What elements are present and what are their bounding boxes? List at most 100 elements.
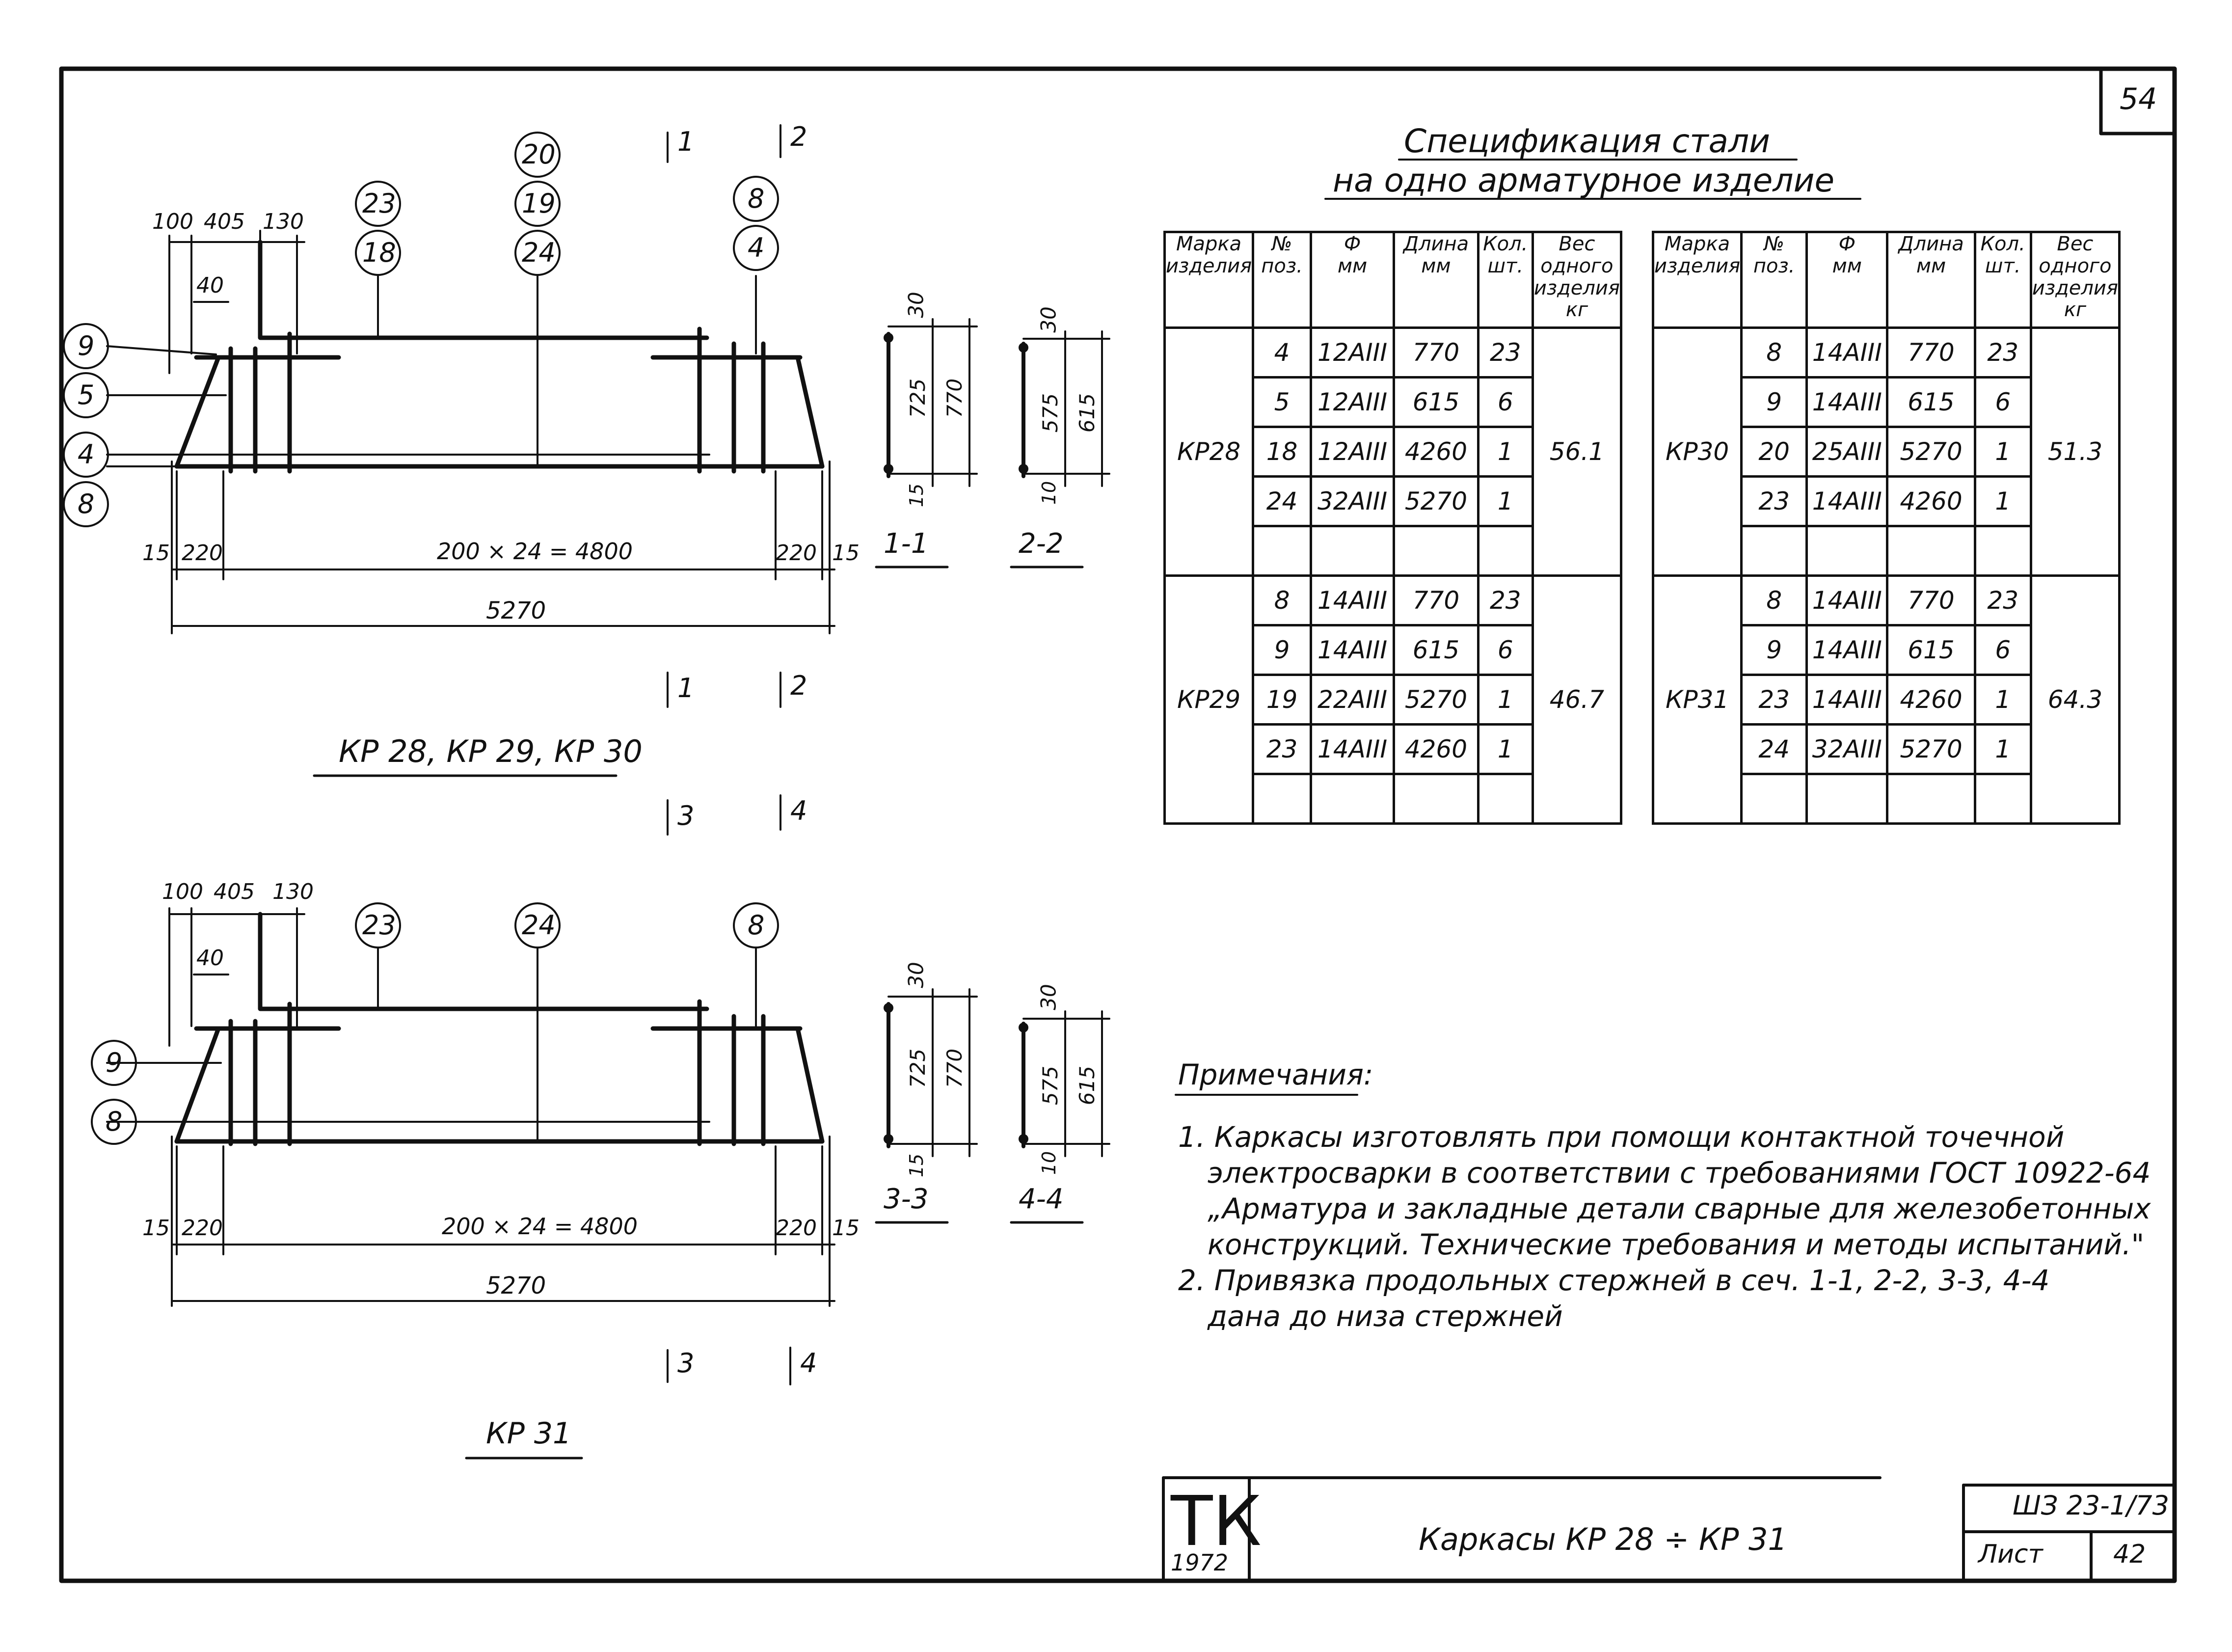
callout-8-bottom-right: 8 bbox=[748, 910, 765, 941]
spec-header-text: № bbox=[1764, 233, 1784, 255]
spec-cell: 615 bbox=[1393, 624, 1479, 676]
spec-cell bbox=[1973, 773, 2032, 825]
sec3-label: 3-3 bbox=[884, 1183, 929, 1215]
spec-cell: 6 bbox=[1477, 376, 1534, 428]
dim-220-right-top: 220 bbox=[776, 541, 817, 566]
spec-cell: 23 bbox=[1477, 574, 1534, 626]
spec-cell: 23 bbox=[1740, 475, 1808, 527]
callout-23-top: 23 bbox=[362, 188, 396, 219]
caption-bottom: КР 31 bbox=[486, 1416, 572, 1451]
spec-header-text: одного bbox=[1540, 254, 1613, 277]
spec-weight-cell: 64.3 bbox=[2029, 574, 2121, 825]
sec1-dim-30: 30 bbox=[904, 292, 928, 318]
spec-cell bbox=[1740, 525, 1808, 577]
sec1-dim-770: 770 bbox=[942, 378, 967, 418]
stamp-sheet-no: 42 bbox=[2113, 1540, 2146, 1569]
dim-220-left-bottom: 220 bbox=[182, 1216, 223, 1241]
spec-cell bbox=[1309, 525, 1396, 577]
spec-header-text: Ф bbox=[1838, 233, 1856, 255]
spec-header-text: мм bbox=[1337, 254, 1368, 277]
spec-row bbox=[1165, 773, 1621, 825]
sec4-dim-575: 575 bbox=[1038, 1065, 1063, 1106]
stamp-sheet-label: Лист bbox=[1978, 1540, 2043, 1569]
dim-4800-top: 200 × 24 = 4800 bbox=[437, 538, 633, 565]
sec4-label: 4-4 bbox=[1019, 1183, 1064, 1215]
spec-cell: 770 bbox=[1393, 326, 1479, 379]
sec3-dim-725: 725 bbox=[906, 1048, 930, 1088]
note-line: 1. Каркасы изготовлять при помощи контак… bbox=[1178, 1120, 2065, 1154]
spec-header-text: шт. bbox=[1487, 254, 1524, 277]
spec-cell bbox=[1393, 525, 1479, 577]
spec-cell: 14АIII bbox=[1309, 624, 1396, 676]
sheet-number: 54 bbox=[2120, 82, 2157, 116]
dim-405-top: 405 bbox=[204, 209, 245, 234]
dim-130-top: 130 bbox=[263, 209, 304, 234]
callout-circles-bottom bbox=[91, 902, 779, 1145]
spec-cell: 23 bbox=[1973, 326, 2032, 379]
spec-cell: 1 bbox=[1973, 674, 2032, 726]
spec-cell: 1 bbox=[1477, 475, 1534, 527]
spec-cell bbox=[1477, 773, 1534, 825]
sec3-dim-15: 15 bbox=[906, 1153, 928, 1178]
spec-cell bbox=[1973, 525, 2032, 577]
spec-cell: 615 bbox=[1393, 376, 1479, 428]
spec-header-text: Ф bbox=[1344, 233, 1361, 255]
callout-9-bottom: 9 bbox=[106, 1047, 123, 1078]
spec-header-text: мм bbox=[1916, 254, 1946, 277]
spec-header-text: мм bbox=[1832, 254, 1862, 277]
spec-cell: 8 bbox=[1252, 574, 1312, 626]
spec-cell: 20 bbox=[1740, 426, 1808, 478]
spec-cell bbox=[1740, 773, 1808, 825]
spec-header-text: изделия bbox=[1166, 254, 1252, 277]
spec-weight-cell: 46.7 bbox=[1531, 574, 1623, 825]
spec-cell: 19 bbox=[1252, 674, 1312, 726]
callout-24-bottom: 24 bbox=[522, 910, 556, 941]
spec-cell: 22АIII bbox=[1309, 674, 1396, 726]
spec-cell: 1 bbox=[1973, 723, 2032, 775]
spec-cell: 1 bbox=[1973, 475, 2032, 527]
spec-cell: 14АIII bbox=[1805, 475, 1889, 527]
spec-cell: 9 bbox=[1740, 376, 1808, 428]
spec-cell: 12АIII bbox=[1309, 326, 1396, 379]
stamp-org: ТК bbox=[1171, 1482, 1262, 1562]
note-line: „Арматура и закладные детали сварные для… bbox=[1208, 1192, 2151, 1226]
note-line: дана до низа стержней bbox=[1208, 1300, 1563, 1333]
spec-header-text: Марка bbox=[1176, 233, 1242, 255]
callout-5-top: 5 bbox=[78, 379, 95, 410]
sec2-label: 2-2 bbox=[1019, 528, 1064, 560]
spec-header-text: мм bbox=[1421, 254, 1451, 277]
notes-body: 1. Каркасы изготовлять при помощи контак… bbox=[1178, 1119, 2151, 1334]
sec2-dim-30: 30 bbox=[1036, 306, 1061, 333]
spec-row bbox=[1653, 773, 2120, 825]
sec1-dim-15: 15 bbox=[906, 483, 928, 508]
dim-15-right-top: 15 bbox=[832, 541, 860, 566]
dim-40-top: 40 bbox=[196, 273, 224, 298]
spec-cell: 770 bbox=[1886, 574, 1976, 626]
spec-header-text: изделия bbox=[2032, 276, 2118, 299]
callout-20-top: 20 bbox=[522, 139, 556, 170]
spec-header-text: Кол. bbox=[1483, 233, 1528, 255]
spec-header-cell: Кол.шт. bbox=[1477, 231, 1534, 329]
dim-220-right-bottom: 220 bbox=[776, 1216, 817, 1241]
spec-cell: 23 bbox=[1973, 574, 2032, 626]
spec-cell: 5270 bbox=[1886, 723, 1976, 775]
spec-cell: 9 bbox=[1740, 624, 1808, 676]
dim-220-left-top: 220 bbox=[182, 541, 223, 566]
spec-cell: 8 bbox=[1740, 574, 1808, 626]
spec-cell: 24 bbox=[1740, 723, 1808, 775]
spec-cell: 4260 bbox=[1393, 426, 1479, 478]
spec-cell: 5270 bbox=[1393, 674, 1479, 726]
